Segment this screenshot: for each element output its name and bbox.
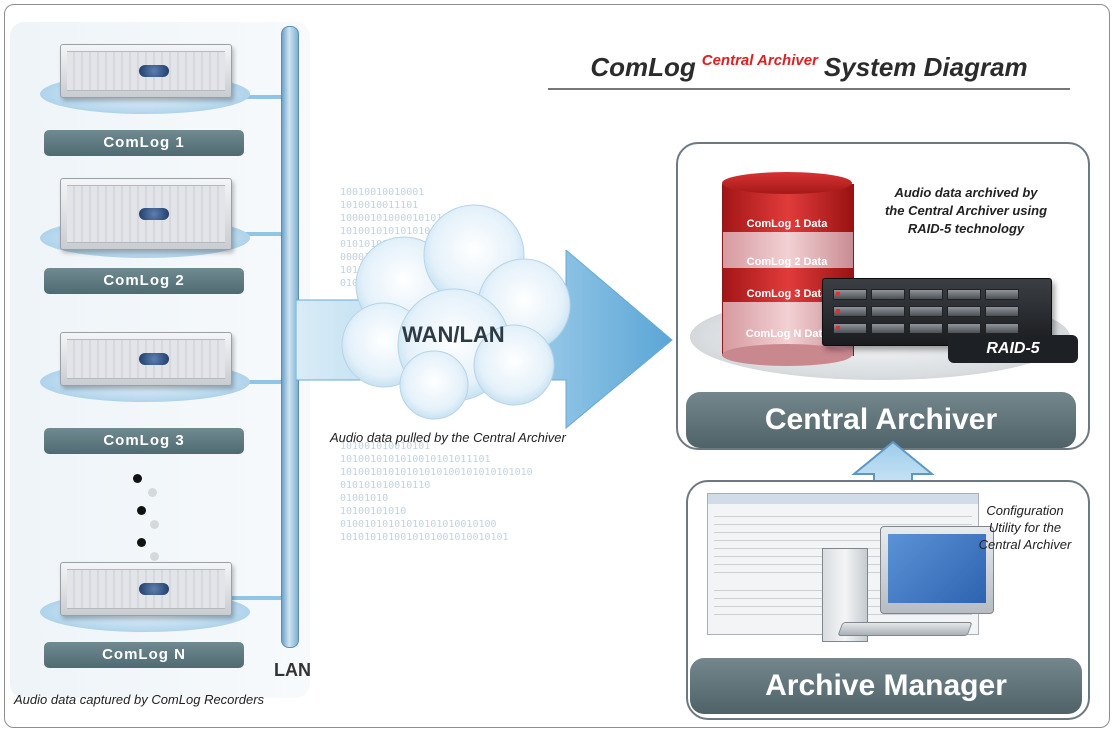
raid-server-icon	[822, 278, 1052, 346]
recorder-server-icon	[60, 332, 232, 386]
ellipsis-dot	[150, 552, 159, 561]
binary-stream-bottom: 101001010010101 101001010101001010101110…	[340, 441, 533, 543]
title-underline	[548, 88, 1070, 90]
data-store-label: ComLog 3 Data	[746, 288, 828, 300]
recorder-server-icon	[60, 44, 232, 98]
central-archiver-label: Central Archiver	[686, 392, 1076, 448]
recorder-label: ComLog 3	[44, 428, 244, 454]
data-store-label: ComLog 2 Data	[746, 256, 828, 268]
title-product: Central Archiver	[701, 52, 818, 69]
lan-connector	[220, 232, 282, 236]
network-caption: Audio data pulled by the Central Archive…	[330, 430, 566, 445]
recorder-label: ComLog N	[44, 642, 244, 668]
ellipsis-dot	[137, 538, 146, 547]
data-store-label: ComLog 1 Data	[746, 218, 828, 230]
archiver-description: Audio data archived by the Central Archi…	[884, 185, 1048, 236]
raid-badge: RAID-5	[948, 335, 1078, 363]
monitor-icon	[880, 526, 994, 614]
ellipsis-dot	[137, 506, 146, 515]
recorder-server-icon	[60, 178, 232, 250]
lan-connector	[220, 95, 282, 99]
diagram-title: ComLog Central Archiver System Diagram	[548, 52, 1070, 83]
recorder-label: ComLog 2	[44, 268, 244, 294]
recorders-caption: Audio data captured by ComLog Recorders	[14, 692, 265, 707]
ellipsis-dot	[150, 520, 159, 529]
keyboard-icon	[837, 622, 973, 636]
lan-connector	[220, 596, 282, 600]
recorder-label: ComLog 1	[44, 130, 244, 156]
ellipsis-dot	[133, 474, 142, 483]
manager-description: Configuration Utility for the Central Ar…	[978, 503, 1072, 552]
ellipsis-dot	[148, 488, 157, 497]
data-store-label: ComLog N Data	[745, 328, 829, 340]
title-rest: System Diagram	[823, 52, 1028, 82]
archive-manager-label: Archive Manager	[690, 658, 1082, 714]
lan-label: LAN	[274, 660, 311, 680]
recorder-server-icon	[60, 562, 232, 616]
network-label: WAN/LAN	[402, 322, 505, 347]
cloud-icon	[341, 204, 571, 420]
lan-connector	[220, 380, 282, 384]
title-brand: ComLog	[590, 52, 696, 82]
